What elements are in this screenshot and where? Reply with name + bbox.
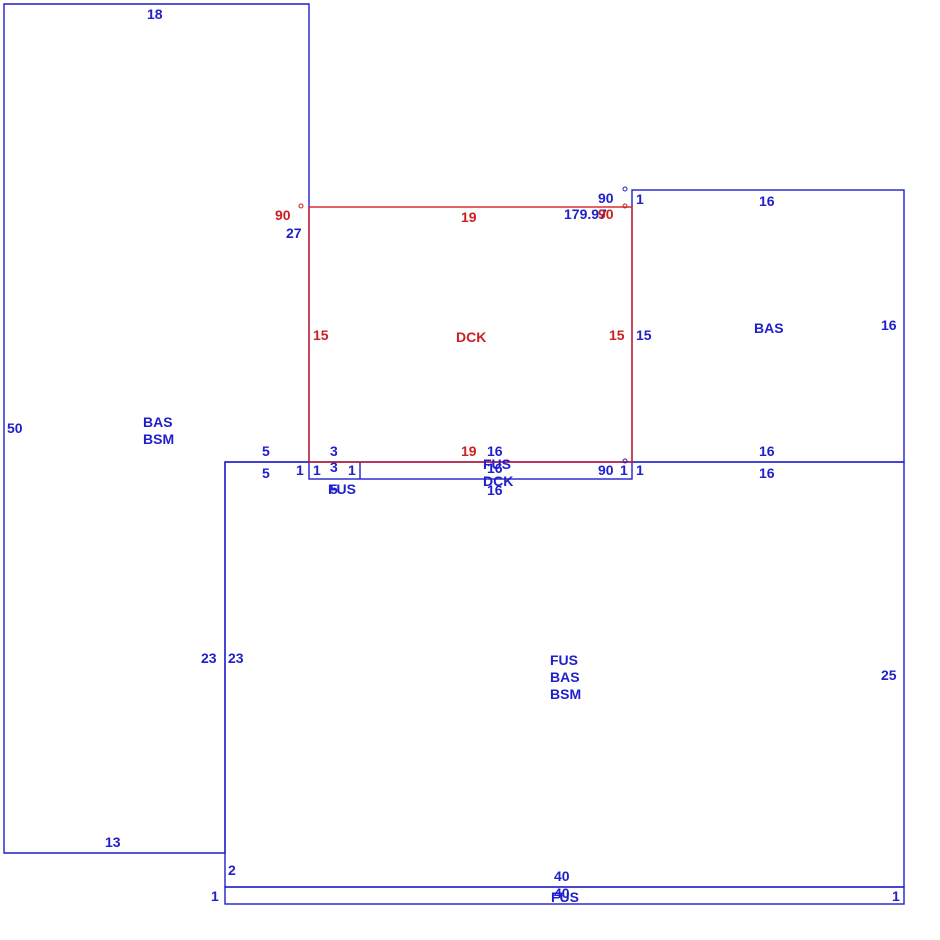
dim-left-top: 18 xyxy=(147,6,163,22)
dim-main-left-inner: 23 xyxy=(228,650,244,666)
deck-outline xyxy=(298,186,633,464)
dim-step-bottom: 5 xyxy=(262,465,270,481)
dim-main-bottom: 40 xyxy=(554,868,570,884)
dim-small-one-a: 1 xyxy=(313,462,321,478)
dim-small-three-mid: 3 xyxy=(330,459,338,475)
dim-strip-step: 2 xyxy=(228,862,236,878)
dim-left-side: 50 xyxy=(7,420,23,436)
dim-right-side: 16 xyxy=(881,317,897,333)
dim-deck-angle-right: 90 xyxy=(598,206,614,222)
area-labels: BAS BSM DCK BAS FUS BAS BSM FUS FUS DCK … xyxy=(143,320,784,905)
dim-overlap-bottom: 16 xyxy=(487,482,503,498)
deck-rect xyxy=(308,206,633,463)
deck-angle-marker-left xyxy=(298,203,304,209)
dim-left-inner: 27 xyxy=(286,225,302,241)
dim-deck-bottom: 19 xyxy=(461,443,477,459)
deck-angle-marker-right xyxy=(622,203,628,209)
main-block-label-1: FUS xyxy=(550,652,578,668)
fus-strip-outline xyxy=(308,461,633,480)
dim-right-top-one: 1 xyxy=(636,191,644,207)
dim-strip-left: 1 xyxy=(211,888,219,904)
dim-left-bottom: 13 xyxy=(105,834,121,850)
dim-main-top-one: 1 xyxy=(636,462,644,478)
dim-step-top: 5 xyxy=(262,443,270,459)
bottom-strip-label: FUS xyxy=(551,889,579,905)
dim-right-bottom: 16 xyxy=(759,443,775,459)
small-fus-label: FUS xyxy=(328,481,356,497)
dim-main-right: 25 xyxy=(881,667,897,683)
left-block-label-2: BSM xyxy=(143,431,174,447)
dimension-labels: 18 50 13 27 5 5 90 19 179.97 90 15 15 19… xyxy=(7,6,900,904)
dim-overlap-top: 16 xyxy=(487,443,503,459)
main-block-label-3: BSM xyxy=(550,686,581,702)
dim-right-left: 15 xyxy=(636,327,652,343)
dim-strip-right: 1 xyxy=(892,888,900,904)
main-block-label-2: BAS xyxy=(550,669,580,685)
dim-deck-left: 15 xyxy=(313,327,329,343)
dim-right-angle: 90 xyxy=(598,190,614,206)
dim-main-top-right: 16 xyxy=(759,465,775,481)
dim-small-one-b: 1 xyxy=(348,462,356,478)
overlap-label-2: DCK xyxy=(483,473,513,489)
dim-main-angle: 90 xyxy=(598,462,614,478)
dim-deck-angle-left: 90 xyxy=(275,207,291,223)
left-block-label-1: BAS xyxy=(143,414,173,430)
dim-main-left-outer: 23 xyxy=(201,650,217,666)
right-angle-marker xyxy=(622,186,628,192)
right-block-label: BAS xyxy=(754,320,784,336)
overlap-label-1: FUS xyxy=(483,456,511,472)
dim-small-five: 5 xyxy=(330,481,338,497)
main-angle-marker xyxy=(622,458,628,464)
dim-deck-top: 19 xyxy=(461,209,477,225)
deck-label: DCK xyxy=(456,329,486,345)
dim-strip-top: 40 xyxy=(554,885,570,901)
dim-deck-angle-right-value: 179.97 xyxy=(564,206,607,222)
dim-right-top: 16 xyxy=(759,193,775,209)
dim-overlap-mid: 16 xyxy=(487,460,503,476)
dim-deck-right: 15 xyxy=(609,327,625,343)
dim-small-one-c: 1 xyxy=(620,462,628,478)
dim-small-one-left: 1 xyxy=(296,462,304,478)
bottom-strip-outline xyxy=(224,886,905,905)
dim-small-three-top: 3 xyxy=(330,443,338,459)
